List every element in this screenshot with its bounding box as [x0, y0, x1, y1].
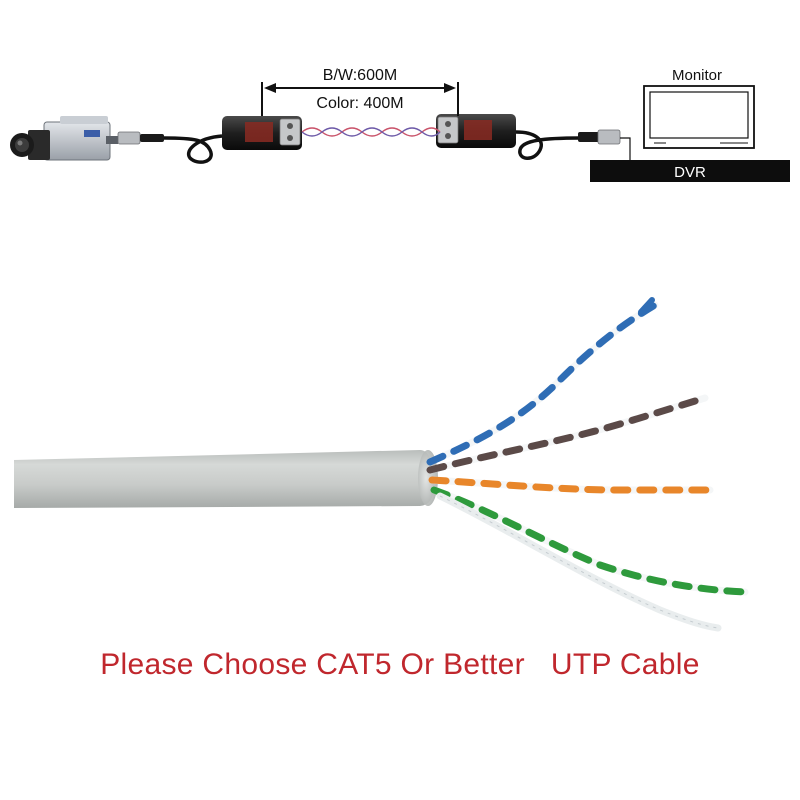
distance-bw-label: B/W:600M [323, 67, 397, 84]
wire-white-strand [436, 492, 722, 632]
twisted-pair-cable [301, 127, 441, 137]
camera-icon [10, 116, 118, 161]
cable-recommendation-caption: Please Choose CAT5 Or Better UTP Cable [100, 648, 700, 681]
coax-cable-right [515, 130, 581, 160]
wire-pair-blue [426, 297, 659, 466]
wire-pair-orange [428, 476, 714, 494]
video-balun-right-icon [436, 114, 516, 148]
monitor-label: Monitor [672, 67, 722, 84]
wire-pair-brown [426, 394, 709, 474]
wire-pair-green [430, 486, 749, 596]
video-balun-left-icon [222, 116, 302, 150]
dvr-label: DVR [674, 164, 706, 181]
dvr-bar [590, 160, 790, 182]
cable-jacket [14, 450, 435, 508]
bnc-connector-left-icon [117, 131, 164, 145]
monitor-icon [643, 85, 755, 149]
dvr-connection-line [620, 137, 631, 160]
distance-bracket [261, 82, 459, 116]
bnc-connector-right-icon [578, 129, 621, 145]
distance-color-label: Color: 400M [316, 95, 403, 112]
coax-cable-left [163, 134, 223, 164]
utp-cable-illustration [14, 297, 749, 632]
